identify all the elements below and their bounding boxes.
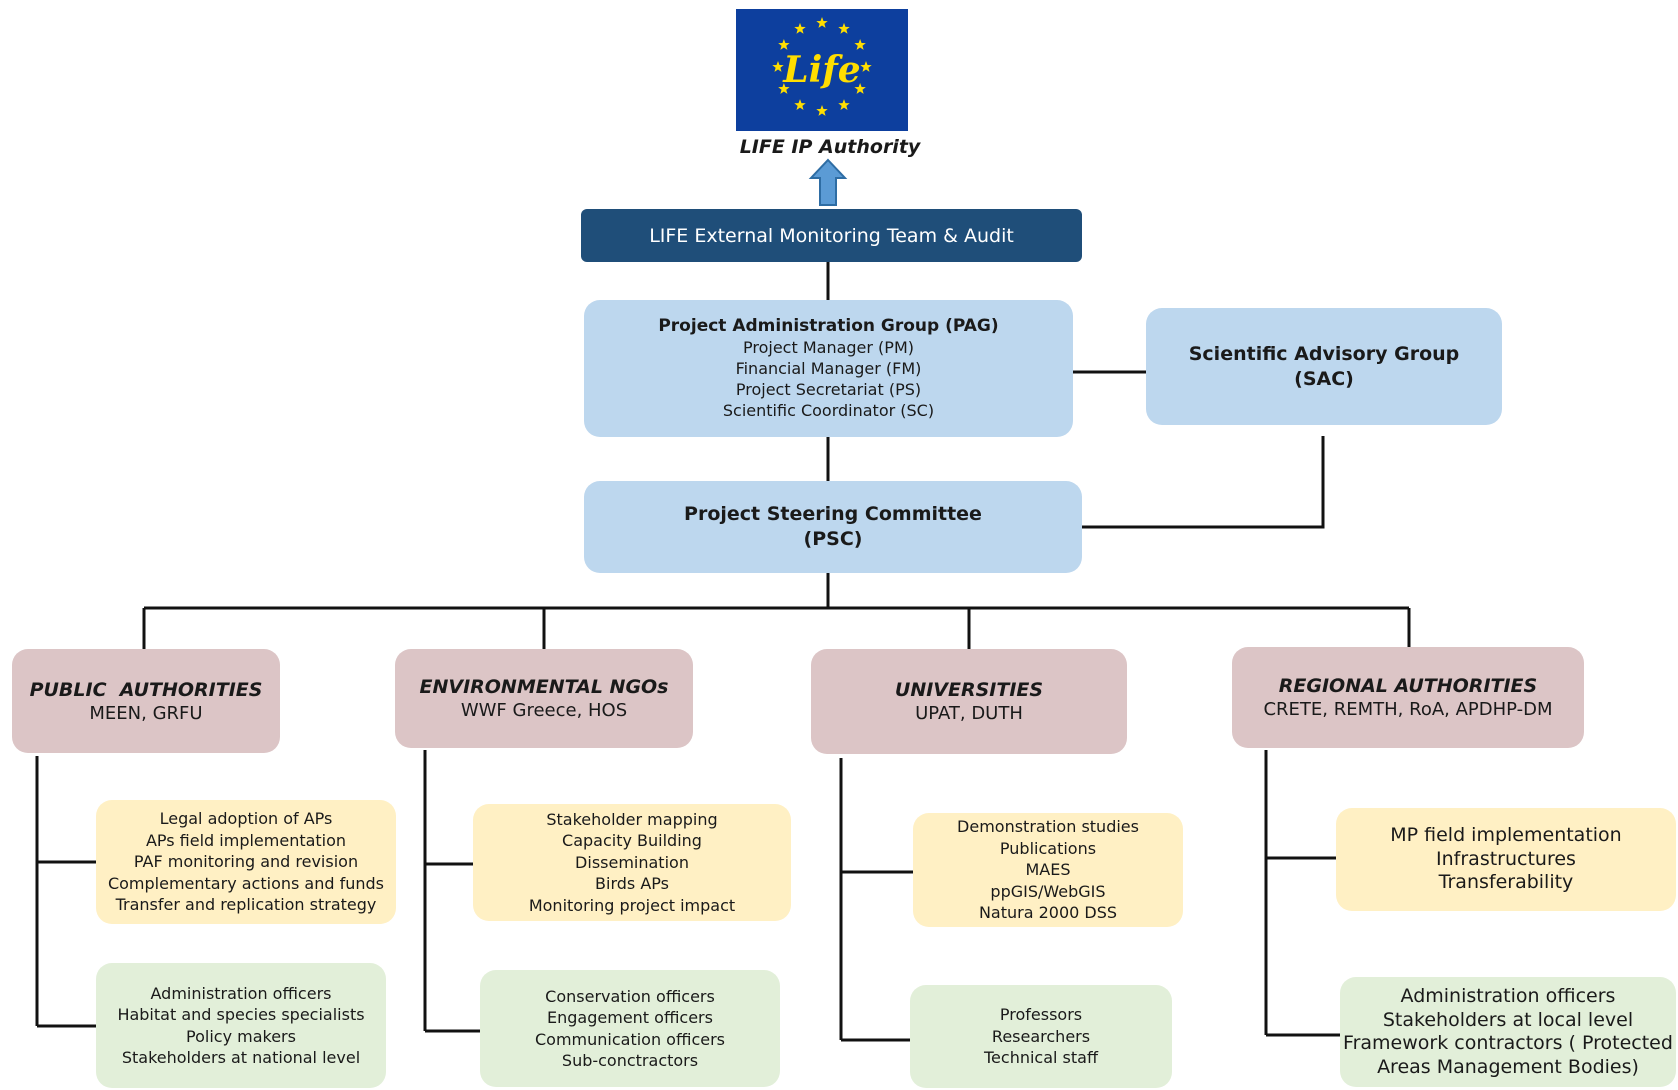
tasks-box-regional-authorities: MP field implementation Infrastructures … (1336, 808, 1676, 911)
star-icon (778, 39, 790, 50)
staff-item: Framework contractors ( Protected (1343, 1032, 1673, 1054)
task-item: MP field implementation (1390, 824, 1622, 847)
task-item: Transferability (1438, 871, 1574, 894)
pag-member: Financial Manager (FM) (735, 359, 922, 378)
star-icon (854, 83, 866, 94)
task-item: MAES (1025, 860, 1071, 880)
task-item: Demonstration studies (957, 817, 1139, 837)
task-item: Complementary actions and funds (107, 873, 385, 893)
pag-box: Project Administration Group (PAG) Proje… (584, 300, 1073, 437)
task-item: Infrastructures (1436, 847, 1576, 870)
life-logo: Life (736, 9, 908, 131)
star-icon (794, 99, 806, 110)
pag-member: Project Manager (PM) (743, 338, 914, 357)
pag-member: Project Secretariat (PS) (735, 380, 922, 399)
star-icon (854, 39, 866, 50)
life-logo-text: Life (782, 49, 860, 91)
monitoring-team-label: LIFE External Monitoring Team & Audit (649, 224, 1014, 247)
star-icon (838, 99, 850, 110)
staff-box-environmental-ngos: Conservation officers Engagement officer… (480, 970, 780, 1087)
star-icon (772, 61, 784, 72)
star-icon (838, 22, 850, 34)
staff-item: Conservation officers (545, 986, 715, 1006)
org-regional-authorities: REGIONAL AUTHORITIES CRETE, REMTH, RoA, … (1232, 647, 1584, 748)
sac-box: Scientific Advisory Group (SAC) (1146, 308, 1502, 425)
task-item: APs field implementation (145, 830, 347, 850)
org-title: PUBLIC AUTHORITIES (29, 678, 263, 701)
task-item: PAF monitoring and revision (133, 852, 359, 872)
org-members: WWF Greece, HOS (460, 700, 628, 721)
authority-label: LIFE IP Authority (739, 136, 921, 158)
staff-item: Stakeholders at local level (1382, 1008, 1634, 1031)
task-item: Capacity Building (562, 831, 702, 851)
star-icon (816, 17, 828, 28)
sac-title: Scientific Advisory Group (1188, 342, 1460, 365)
staff-item: Researchers (991, 1026, 1091, 1046)
staff-item: Sub-conctractors (561, 1051, 699, 1070)
org-public-authorities: PUBLIC AUTHORITIES MEEN, GRFU (12, 649, 280, 753)
task-item: ppGIS/WebGIS (990, 881, 1106, 901)
task-item: Birds APs (595, 874, 669, 894)
org-title: UNIVERSITIES (894, 679, 1044, 701)
task-item: Natura 2000 DSS (978, 903, 1118, 923)
up-arrow-icon (808, 158, 848, 206)
task-item: Publications (999, 838, 1097, 858)
task-item: Transfer and replication strategy (115, 895, 377, 915)
pag-title: Project Administration Group (PAG) (658, 316, 999, 336)
staff-item: Administration officers (1400, 985, 1616, 1007)
psc-title: Project Steering Committee (684, 503, 982, 525)
star-icon (816, 105, 828, 116)
staff-box-universities: Professors Researchers Technical staff (910, 985, 1172, 1088)
tasks-box-public-authorities: Legal adoption of APs APs field implemen… (96, 800, 396, 924)
star-icon (860, 61, 872, 72)
task-item: Monitoring project impact (528, 895, 736, 915)
staff-item: Professors (999, 1005, 1083, 1025)
org-members: MEEN, GRFU (89, 702, 203, 724)
staff-item: Technical staff (984, 1048, 1098, 1068)
org-members: CRETE, REMTH, RoA, APDHP-DM (1263, 699, 1553, 720)
staff-item: Engagement officers (547, 1008, 713, 1027)
staff-item: Administration officers (150, 983, 332, 1003)
sac-abbr: (SAC) (1294, 367, 1354, 390)
task-item: Legal adoption of APs (159, 809, 333, 829)
staff-box-public-authorities: Administration officers Habitat and spec… (96, 963, 386, 1088)
star-icon (778, 83, 790, 94)
star-icon (794, 22, 806, 34)
staff-item: Stakeholders at national level (121, 1048, 361, 1067)
tasks-box-environmental-ngos: Stakeholder mapping Capacity Building Di… (473, 804, 791, 921)
staff-item: Communication officers (534, 1029, 725, 1049)
task-item: Dissemination (575, 852, 689, 872)
org-title: REGIONAL AUTHORITIES (1278, 675, 1538, 697)
staff-item: Habitat and species specialists (117, 1005, 365, 1024)
org-title: ENVIRONMENTAL NGOs (419, 676, 669, 698)
pag-member: Scientific Coordinator (SC) (722, 401, 935, 420)
staff-item: Policy makers (186, 1026, 296, 1046)
org-members: UPAT, DUTH (915, 703, 1023, 724)
task-item: Stakeholder mapping (546, 809, 718, 829)
staff-box-regional-authorities: Administration officers Stakeholders at … (1340, 977, 1676, 1087)
org-universities: UNIVERSITIES UPAT, DUTH (811, 649, 1127, 754)
psc-abbr: (PSC) (803, 528, 863, 550)
org-environmental-ngos: ENVIRONMENTAL NGOs WWF Greece, HOS (395, 649, 693, 748)
monitoring-team-box: LIFE External Monitoring Team & Audit (581, 209, 1082, 262)
psc-box: Project Steering Committee (PSC) (584, 481, 1082, 573)
tasks-box-universities: Demonstration studies Publications MAES … (913, 813, 1183, 927)
staff-item: Areas Management Bodies) (1377, 1055, 1639, 1078)
